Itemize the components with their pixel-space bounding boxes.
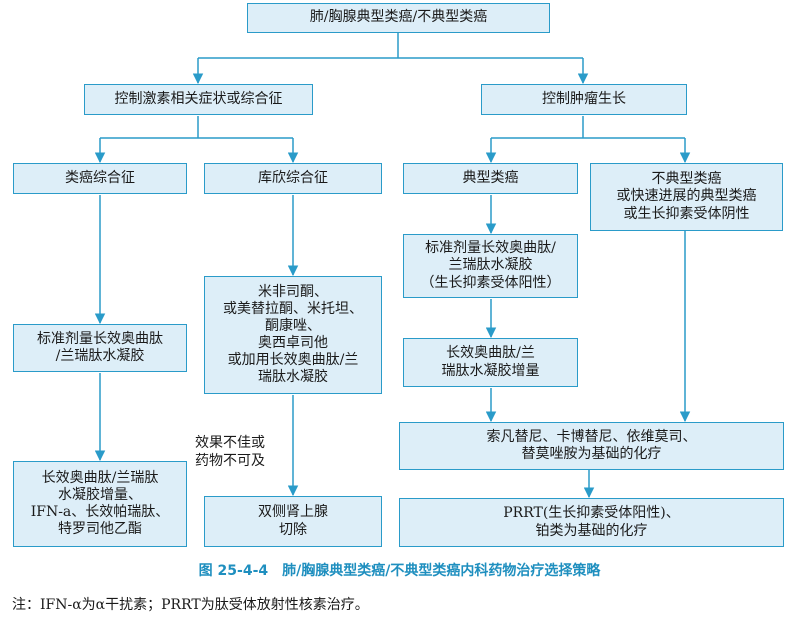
- increase-dose-left-node: 长效奥曲肽/兰瑞肽 水凝胶增量、 IFN-a、长效帕瑞肽、 特罗司他乙酯: [13, 461, 187, 547]
- increase-dose-right-node: 长效奥曲肽/兰 瑞肽水凝胶增量: [403, 338, 578, 387]
- cushing-syndrome-node: 库欣综合征: [204, 163, 382, 194]
- figure-note: 注：IFN-α为α干扰素；PRRT为肽受体放射性核素治疗。: [12, 597, 369, 613]
- atypical-carcinoid-node: 不典型类癌 或快速进展的典型类癌 或生长抑素受体阴性: [590, 163, 783, 231]
- ineffective-label: 效果不佳或 药物不可及: [195, 435, 265, 470]
- root-node: 肺/胸腺典型类癌/不典型类癌: [247, 3, 550, 33]
- standard-dose-ssa-right-node: 标准剂量长效奥曲肽/ 兰瑞肽水凝胶 （生长抑素受体阳性）: [403, 234, 578, 298]
- prrt-node: PRRT(生长抑素受体阳性)、 铂类为基础的化疗: [399, 498, 784, 547]
- control-tumor-node: 控制肿瘤生长: [481, 84, 687, 115]
- typical-carcinoid-node: 典型类癌: [403, 163, 578, 194]
- connector-lines: [94, 33, 691, 499]
- standard-dose-ssa-left-node: 标准剂量长效奥曲肽 /兰瑞肽水凝胶: [13, 324, 187, 372]
- cushing-drugs-node: 米非司酮、 或美替拉酮、米托坦、 酮康唑、 奥西卓司他 或加用长效奥曲肽/兰 瑞…: [204, 276, 382, 394]
- adrenalectomy-node: 双侧肾上腺 切除: [204, 496, 382, 547]
- carcinoid-syndrome-node: 类癌综合征: [13, 163, 187, 194]
- figure-caption: 图 25-4-4 肺/胸腺典型类癌/不典型类癌内科药物治疗选择策略: [198, 563, 601, 579]
- control-hormone-node: 控制激素相关症状或综合征: [84, 84, 313, 115]
- targeted-therapy-node: 索凡替尼、卡博替尼、依维莫司、 替莫唑胺为基础的化疗: [399, 422, 784, 470]
